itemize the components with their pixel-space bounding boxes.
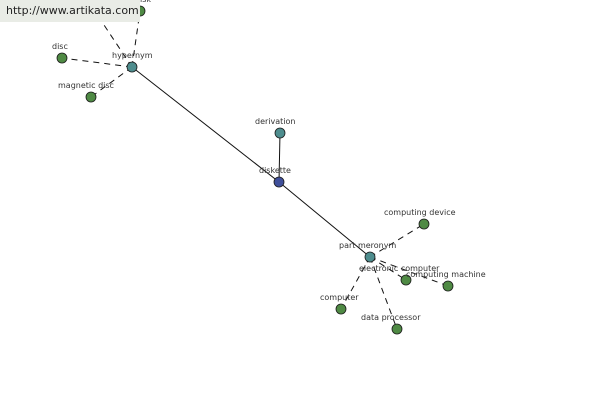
node-label: electronic computer xyxy=(359,264,440,273)
node-label: diskette xyxy=(259,166,291,175)
edge-diskette-derivation xyxy=(278,132,281,183)
node-dot[interactable] xyxy=(364,251,376,263)
edge-part-meronym-computing-machine xyxy=(369,256,449,287)
edge-part-meronym-electronic-computer xyxy=(369,256,407,281)
node-dot[interactable] xyxy=(273,176,285,188)
node-derivation[interactable]: derivation xyxy=(255,117,295,139)
node-dot[interactable] xyxy=(442,280,454,292)
node-dot[interactable] xyxy=(85,91,97,103)
node-hypernym[interactable]: hypernym xyxy=(112,51,153,73)
node-label: computing machine xyxy=(406,270,486,279)
node-disc[interactable]: disc xyxy=(52,42,68,64)
source-url-banner[interactable]: http://www.artikata.com xyxy=(0,0,140,22)
edge-hypernym-magnetic-disc xyxy=(90,66,133,98)
node-dot[interactable] xyxy=(274,127,286,139)
node-data-processor[interactable]: data processor xyxy=(361,313,421,335)
node-part-meronym[interactable]: part meronym xyxy=(339,241,396,263)
node-dot[interactable] xyxy=(126,61,138,73)
node-label: part meronym xyxy=(339,241,396,250)
node-label: computing device xyxy=(384,208,456,217)
node-label: data processor xyxy=(361,313,421,322)
node-magnetic-disc[interactable]: magnetic disc xyxy=(58,81,114,103)
node-dot[interactable] xyxy=(400,274,412,286)
node-label: disc xyxy=(52,42,68,51)
node-dot[interactable] xyxy=(335,303,347,315)
node-computer[interactable]: computer xyxy=(320,293,359,315)
node-label: computer xyxy=(320,293,359,302)
node-dot[interactable] xyxy=(56,52,68,64)
node-label: hypernym xyxy=(112,51,153,60)
edge-hypernym-disc xyxy=(61,57,133,68)
edge-diskette-hypernym xyxy=(131,66,280,183)
edge-part-meronym-data-processor xyxy=(369,256,398,330)
edge-hypernym-offscreen xyxy=(99,18,133,68)
node-dot[interactable] xyxy=(391,323,403,335)
node-label: derivation xyxy=(255,117,295,126)
node-label: magnetic disc xyxy=(58,81,114,90)
node-computing-machine[interactable]: computing machine xyxy=(406,270,486,292)
edge-diskette-part-meronym xyxy=(278,181,371,258)
node-diskette[interactable]: diskette xyxy=(259,166,291,188)
node-electronic-computer[interactable]: electronic computer xyxy=(359,264,440,286)
edge-part-meronym-computer xyxy=(340,256,371,310)
node-dot[interactable] xyxy=(418,218,430,230)
node-computing-device[interactable]: computing device xyxy=(384,208,456,230)
graph-nodes: diskette hypernym derivation part meronym di… xyxy=(52,0,486,335)
